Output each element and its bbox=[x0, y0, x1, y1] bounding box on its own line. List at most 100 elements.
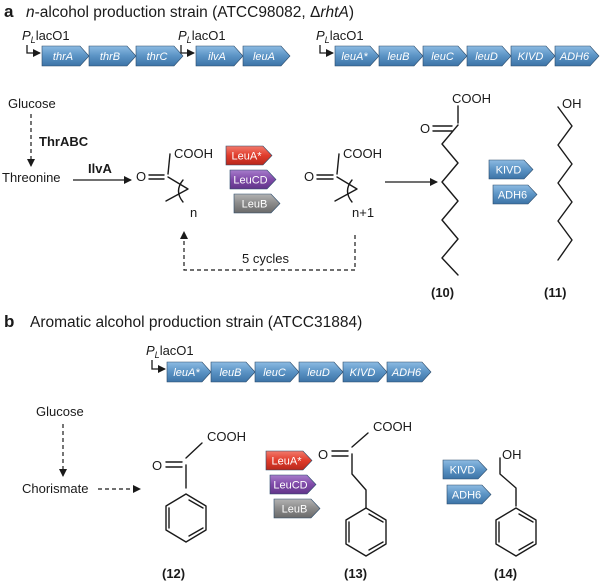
svg-text:PLlacO1: PLlacO1 bbox=[22, 28, 70, 45]
svg-text:O: O bbox=[318, 447, 328, 462]
svg-text:ADH6: ADH6 bbox=[452, 490, 481, 502]
svg-text:O: O bbox=[152, 458, 162, 473]
ketoacid-n-structure: COOH O n bbox=[136, 146, 213, 220]
svg-text:O: O bbox=[304, 169, 314, 184]
svg-text:PLlacO1: PLlacO1 bbox=[316, 28, 364, 45]
ketoacid-n1-structure: COOH O n+1 bbox=[304, 146, 382, 220]
svg-text:COOH: COOH bbox=[343, 146, 382, 161]
enzyme-stack-b: LeuA* LeuCD LeuB bbox=[265, 450, 321, 519]
gene-leua: leuA bbox=[242, 45, 291, 67]
gene-leud: leuD bbox=[466, 45, 512, 67]
svg-text:leuC: leuC bbox=[263, 367, 286, 379]
promoter-arrow-icon bbox=[180, 45, 195, 57]
svg-text:(12): (12) bbox=[162, 566, 185, 581]
compound-11-structure: OH (11) bbox=[544, 96, 582, 300]
enzyme-stack-b2: KIVD ADH6 bbox=[442, 459, 492, 505]
svg-text:OH: OH bbox=[502, 447, 522, 462]
svg-text:n: n bbox=[190, 205, 197, 220]
chorismate-label: Chorismate bbox=[22, 481, 88, 496]
cycles-label: 5 cycles bbox=[242, 251, 289, 266]
gene-leub: leuB bbox=[378, 45, 424, 67]
panel-b-title: Aromatic alcohol production strain (ATCC… bbox=[30, 314, 362, 331]
svg-text:leuB: leuB bbox=[387, 51, 409, 63]
gene-thra: thrA bbox=[41, 45, 90, 67]
gene-leub: leuB bbox=[210, 361, 256, 383]
svg-text:KIVD: KIVD bbox=[350, 367, 376, 379]
promoter-3: PLlacO1 bbox=[316, 28, 364, 57]
svg-text:n+1: n+1 bbox=[352, 205, 374, 220]
svg-text:ilvA: ilvA bbox=[208, 51, 226, 63]
svg-text:leuD: leuD bbox=[475, 51, 498, 63]
svg-text:KIVD: KIVD bbox=[496, 165, 522, 177]
promoter-b: PLlacO1 bbox=[146, 343, 194, 373]
gene-adh6: ADH6 bbox=[554, 45, 600, 67]
enzyme-leub: LeuB bbox=[273, 498, 321, 519]
operon-2: ilvA leuA bbox=[195, 45, 291, 67]
gene-ilva: ilvA bbox=[195, 45, 244, 67]
svg-text:(11): (11) bbox=[544, 285, 566, 300]
enzyme-kivd: KIVD bbox=[488, 159, 534, 180]
cycle-loop-arrow bbox=[180, 231, 356, 271]
enzyme-leua: LeuA* bbox=[225, 145, 273, 166]
gene-thrc: thrC bbox=[135, 45, 184, 67]
svg-text:LeuA*: LeuA* bbox=[232, 151, 263, 163]
svg-text:thrA: thrA bbox=[53, 51, 73, 63]
promoter-2: PLlacO1 bbox=[178, 28, 226, 57]
panel-a-letter: a bbox=[4, 2, 14, 21]
svg-text:COOH: COOH bbox=[207, 429, 246, 444]
gene-thrb: thrB bbox=[88, 45, 137, 67]
enzyme-leub: LeuB bbox=[233, 193, 281, 214]
svg-text:LeuCD: LeuCD bbox=[233, 175, 267, 187]
svg-text:COOH: COOH bbox=[452, 91, 491, 106]
thrabc-label: ThrABC bbox=[39, 134, 89, 149]
operon-b: leuA* leuB leuC leuD KIVD ADH6 bbox=[166, 361, 432, 383]
gene-adh6: ADH6 bbox=[386, 361, 432, 383]
gene-leua-star: leuA* bbox=[334, 45, 380, 67]
svg-text:leuD: leuD bbox=[307, 367, 330, 379]
svg-text:ADH6: ADH6 bbox=[498, 190, 527, 202]
svg-text:PLlacO1: PLlacO1 bbox=[146, 343, 194, 360]
enzyme-kivd: KIVD bbox=[442, 459, 488, 480]
svg-text:ADH6: ADH6 bbox=[391, 367, 422, 379]
gene-leuc: leuC bbox=[422, 45, 468, 67]
svg-text:LeuB: LeuB bbox=[242, 199, 268, 211]
enzyme-adh6: ADH6 bbox=[492, 184, 538, 205]
panel-b-letter: b bbox=[4, 312, 14, 331]
enzyme-leucd: LeuCD bbox=[269, 474, 317, 495]
svg-text:ADH6: ADH6 bbox=[559, 51, 590, 63]
svg-text:thrC: thrC bbox=[147, 51, 168, 63]
svg-text:(13): (13) bbox=[344, 566, 367, 581]
enzyme-leucd: LeuCD bbox=[229, 169, 277, 190]
svg-text:COOH: COOH bbox=[373, 419, 412, 434]
enzyme-adh6: ADH6 bbox=[446, 484, 492, 505]
svg-text:LeuB: LeuB bbox=[282, 504, 308, 516]
enzyme-leua: LeuA* bbox=[265, 450, 313, 471]
promoter-arrow-icon bbox=[151, 360, 166, 373]
operon-3: leuA* leuB leuC leuD KIVD ADH6 bbox=[334, 45, 600, 67]
svg-text:leuA: leuA bbox=[253, 51, 275, 63]
glucose-b-label: Glucose bbox=[36, 404, 84, 419]
svg-text:COOH: COOH bbox=[174, 146, 213, 161]
svg-text:OH: OH bbox=[562, 96, 582, 111]
svg-text:PLlacO1: PLlacO1 bbox=[178, 28, 226, 45]
svg-text:LeuA*: LeuA* bbox=[272, 456, 303, 468]
svg-text:leuA*: leuA* bbox=[173, 367, 200, 379]
svg-text:KIVD: KIVD bbox=[450, 465, 476, 477]
enzyme-stack-a2: KIVD ADH6 bbox=[488, 159, 538, 205]
svg-text:leuA*: leuA* bbox=[341, 51, 368, 63]
gene-kivd: KIVD bbox=[342, 361, 388, 383]
gene-leuc: leuC bbox=[254, 361, 300, 383]
promoter-1: PLlacO1 bbox=[22, 28, 70, 57]
svg-text:LeuCD: LeuCD bbox=[273, 480, 307, 492]
compound-12-structure: COOH O (12) bbox=[152, 429, 246, 581]
promoter-arrow-icon bbox=[319, 45, 334, 57]
glucose-label: Glucose bbox=[8, 96, 56, 111]
svg-text:KIVD: KIVD bbox=[518, 51, 544, 63]
operon-1: thrA thrB thrC bbox=[41, 45, 184, 67]
threonine-label: Threonine bbox=[2, 170, 61, 185]
svg-text:(14): (14) bbox=[494, 566, 517, 581]
svg-text:leuC: leuC bbox=[431, 51, 454, 63]
gene-leud: leuD bbox=[298, 361, 344, 383]
